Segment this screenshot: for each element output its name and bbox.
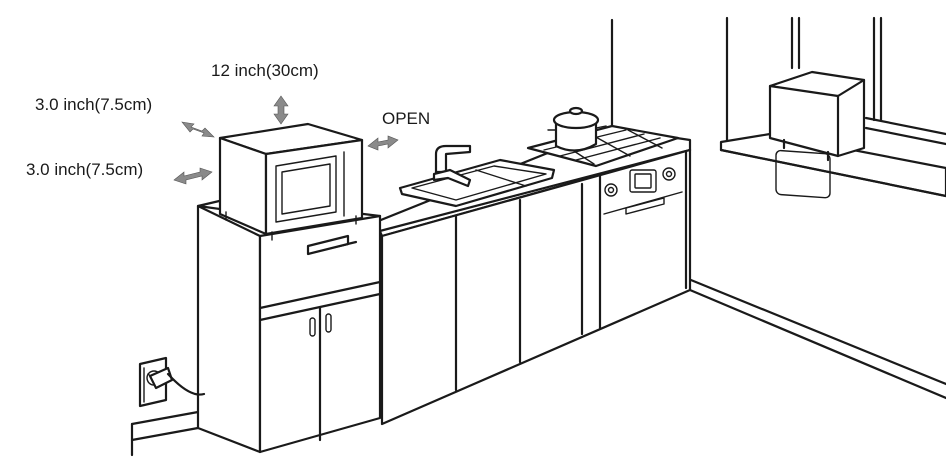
room-walls: [130, 18, 946, 457]
double-arrow-icon-side: [181, 121, 215, 138]
window-scene: [719, 16, 946, 199]
microwave-oven: [218, 122, 364, 241]
open-side-label: OPEN: [382, 109, 431, 128]
plug-icon: [148, 366, 206, 396]
back-clearance-label: 3.0 inch(7.5cm): [26, 160, 144, 179]
side-clearance-label: 3.0 inch(7.5cm): [35, 95, 153, 114]
top-clearance-label: 12 inch(30cm): [211, 61, 319, 80]
double-arrow-icon-top: [273, 95, 289, 125]
microwave-cabinet: [196, 196, 382, 454]
kitchen-counter: [374, 106, 692, 426]
double-arrow-icon-open: [367, 135, 399, 151]
double-arrow-icon-back: [173, 167, 213, 185]
